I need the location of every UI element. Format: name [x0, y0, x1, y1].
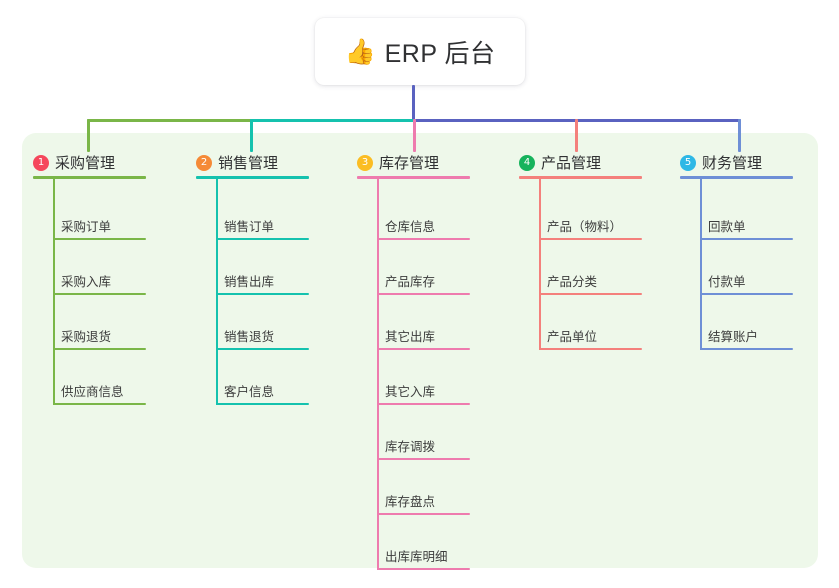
- menu-item-3-2[interactable]: 产品库存: [385, 275, 436, 289]
- menu-item-4-1[interactable]: 产品（物料）: [547, 220, 623, 234]
- column-title-2: 销售管理: [218, 155, 279, 172]
- menu-item-rule-1-2: [53, 293, 146, 295]
- column-badge-4: 4: [519, 154, 535, 171]
- menu-item-2-1[interactable]: 销售订单: [224, 220, 275, 234]
- bar-segment-3: [415, 119, 741, 122]
- column-spine-5: [700, 176, 702, 350]
- drop-connector-3: [413, 119, 416, 152]
- root-node-inner: 👍 ERP 后台: [344, 34, 495, 70]
- column-rule-1: [33, 176, 146, 179]
- menu-item-rule-3-3: [377, 348, 470, 350]
- menu-item-rule-3-7: [377, 568, 470, 570]
- menu-item-1-1[interactable]: 采购订单: [61, 220, 112, 234]
- bar-segment-1: [87, 119, 253, 122]
- column-header-5[interactable]: 5 财务管理: [680, 152, 762, 173]
- menu-item-rule-1-3: [53, 348, 146, 350]
- menu-item-rule-2-3: [216, 348, 309, 350]
- column-title-5: 财务管理: [702, 155, 763, 172]
- column-header-3[interactable]: 3 库存管理: [357, 152, 439, 173]
- menu-item-3-6[interactable]: 库存盘点: [385, 495, 436, 509]
- menu-item-5-3[interactable]: 结算账户: [708, 330, 759, 344]
- menu-item-3-1[interactable]: 仓库信息: [385, 220, 436, 234]
- column-spine-2: [216, 176, 218, 405]
- menu-item-5-2[interactable]: 付款单: [708, 275, 746, 289]
- drop-connector-2: [250, 119, 253, 152]
- menu-item-3-5[interactable]: 库存调拨: [385, 440, 436, 454]
- menu-item-1-2[interactable]: 采购入库: [61, 275, 112, 289]
- menu-item-rule-1-4: [53, 403, 146, 405]
- root-stem-connector: [412, 85, 415, 121]
- menu-item-rule-5-3: [700, 348, 793, 350]
- column-title-4: 产品管理: [541, 155, 602, 172]
- menu-item-rule-3-1: [377, 238, 470, 240]
- column-rule-3: [357, 176, 470, 179]
- menu-item-rule-4-1: [539, 238, 642, 240]
- menu-item-2-3[interactable]: 销售退货: [224, 330, 275, 344]
- menu-item-1-4[interactable]: 供应商信息: [61, 385, 124, 399]
- column-header-4[interactable]: 4 产品管理: [519, 152, 601, 173]
- menu-item-rule-4-2: [539, 293, 642, 295]
- menu-item-1-3[interactable]: 采购退货: [61, 330, 112, 344]
- root-node-card[interactable]: 👍 ERP 后台: [315, 18, 525, 85]
- menu-item-3-7[interactable]: 出库库明细: [385, 550, 448, 564]
- column-rule-4: [519, 176, 642, 179]
- menu-item-rule-5-2: [700, 293, 793, 295]
- drop-connector-4: [575, 119, 578, 152]
- column-badge-3: 3: [357, 154, 373, 171]
- column-spine-4: [539, 176, 541, 350]
- bar-segment-2: [250, 119, 416, 122]
- menu-item-4-2[interactable]: 产品分类: [547, 275, 598, 289]
- menu-item-rule-2-2: [216, 293, 309, 295]
- menu-item-rule-3-2: [377, 293, 470, 295]
- column-header-2[interactable]: 2 销售管理: [196, 152, 278, 173]
- content-panel: [22, 133, 818, 568]
- column-title-3: 库存管理: [379, 155, 440, 172]
- column-header-1[interactable]: 1 采购管理: [33, 152, 115, 173]
- menu-item-rule-3-4: [377, 403, 470, 405]
- column-rule-5: [680, 176, 793, 179]
- menu-item-rule-4-3: [539, 348, 642, 350]
- column-rule-2: [196, 176, 309, 179]
- column-badge-5: 5: [680, 154, 696, 171]
- menu-item-3-4[interactable]: 其它入库: [385, 385, 436, 399]
- column-badge-1: 1: [33, 154, 49, 171]
- root-node-title: ERP 后台: [384, 39, 496, 68]
- drop-connector-5: [738, 119, 741, 152]
- column-badge-2: 2: [196, 154, 212, 171]
- menu-item-3-3[interactable]: 其它出库: [385, 330, 436, 344]
- menu-item-rule-2-1: [216, 238, 309, 240]
- menu-item-4-3[interactable]: 产品单位: [547, 330, 598, 344]
- drop-connector-1: [87, 119, 90, 152]
- column-title-1: 采购管理: [55, 155, 116, 172]
- menu-item-2-2[interactable]: 销售出库: [224, 275, 275, 289]
- column-spine-1: [53, 176, 55, 405]
- menu-item-2-4[interactable]: 客户信息: [224, 385, 275, 399]
- thumbs-up-icon: 👍: [344, 37, 376, 66]
- menu-item-rule-5-1: [700, 238, 793, 240]
- column-spine-3: [377, 176, 379, 570]
- menu-item-rule-3-5: [377, 458, 470, 460]
- menu-item-rule-1-1: [53, 238, 146, 240]
- menu-item-5-1[interactable]: 回款单: [708, 220, 746, 234]
- menu-item-rule-3-6: [377, 513, 470, 515]
- menu-item-rule-2-4: [216, 403, 309, 405]
